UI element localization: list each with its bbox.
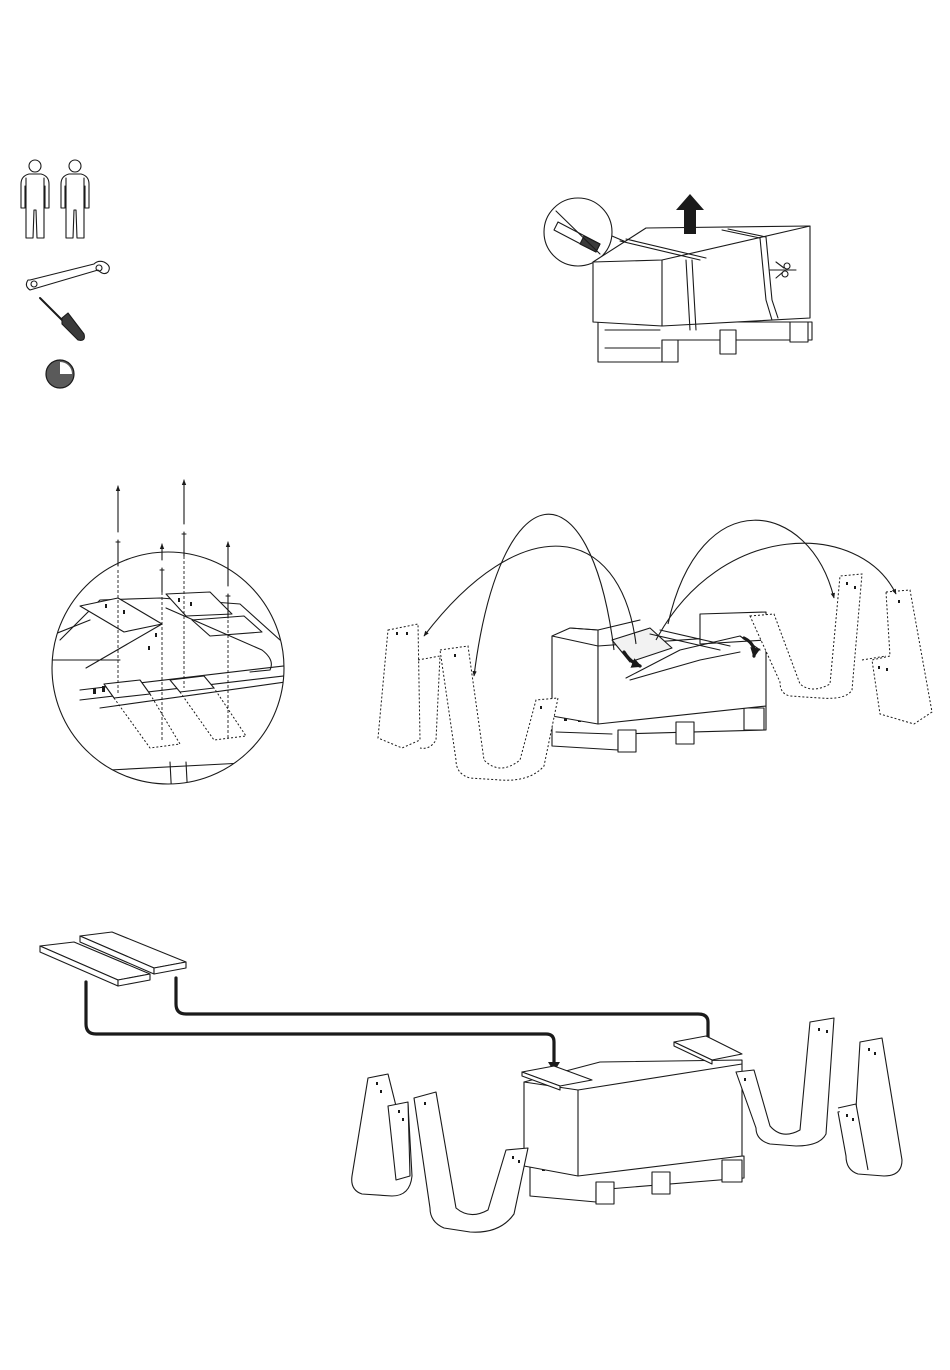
clock-icon xyxy=(46,360,74,388)
screw-icon xyxy=(182,480,186,556)
step-lift-legs xyxy=(378,514,932,780)
person-icon xyxy=(21,160,49,238)
step-place-boards xyxy=(40,932,902,1232)
screw-icon xyxy=(116,486,120,566)
step-remove-screws xyxy=(40,480,300,800)
requirements-panel xyxy=(21,160,109,388)
screwdriver-icon xyxy=(40,298,84,340)
wrench-icon xyxy=(26,261,109,290)
person-icon xyxy=(61,160,89,238)
step-cut-straps xyxy=(544,194,812,362)
